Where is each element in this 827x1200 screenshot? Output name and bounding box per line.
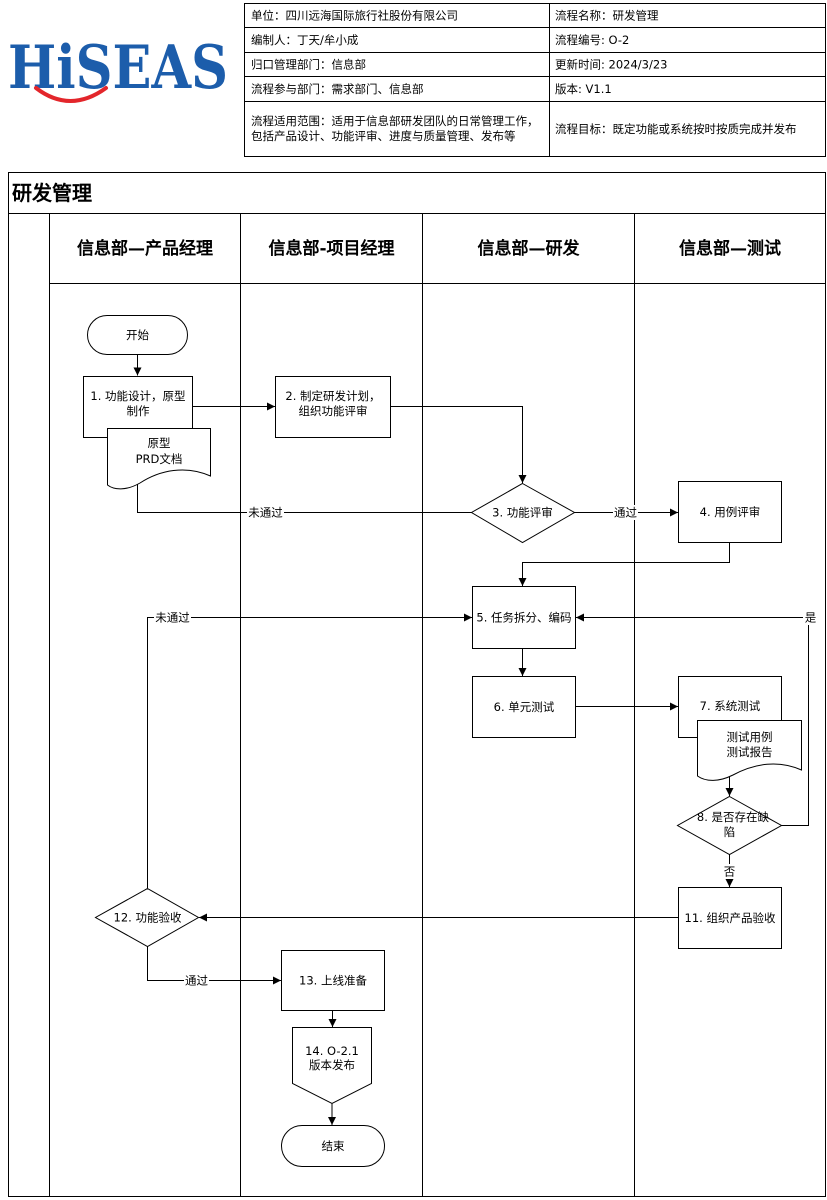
info-unit: 单位：四川远海国际旅行社股份有限公司 (251, 9, 458, 23)
node-label: 结束 (322, 1139, 345, 1153)
node-doc-test: 测试用例 测试报告 (697, 720, 802, 781)
edge-label-review-rejected: 未通过 (248, 506, 283, 520)
node-label: 12. 功能验收 (114, 911, 182, 925)
edge-label-bg (613, 505, 638, 520)
node-label: 13. 上线准备 (299, 974, 367, 988)
node-step1-design: 1. 功能设计，原型 制作 (83, 376, 193, 438)
edge-step8-yes (576, 613, 809, 826)
edge-labels: 未通过 通过 未通过 是 否 通过 (154, 505, 817, 988)
lane-header-testing: 信息部—测试 (679, 238, 781, 259)
process-shape (678, 887, 782, 949)
node-label: 2. 制定研发计划， (285, 389, 380, 403)
edges (133, 354, 809, 1125)
info-goal: 流程目标：既定功能或系统按时按质完成并发布 (555, 122, 797, 136)
info-owner-dept: 归口管理部门：信息部 (251, 58, 366, 72)
flowchart-title: 研发管理 (12, 181, 92, 205)
frame-border (8, 172, 826, 1197)
node-end: 结束 (281, 1125, 385, 1167)
process-shape (83, 376, 193, 438)
document-shape (697, 720, 802, 781)
info-process-name: 流程名称：研发管理 (555, 9, 659, 23)
node-label: 7. 系统测试 (700, 699, 761, 713)
edge-label-defects-no: 否 (724, 865, 736, 879)
process-shape (472, 586, 576, 649)
edge-label-bg (247, 505, 284, 520)
node-label: 3. 功能评审 (492, 506, 553, 520)
info-version: 版本: V1.1 (555, 82, 612, 96)
edge-label-defects-yes: 是 (805, 611, 817, 625)
process-shape (281, 950, 385, 1011)
info-update-time: 更新时间: 2024/3/23 (555, 58, 668, 72)
process-shape (472, 676, 576, 738)
off-page-connector-shape (292, 1027, 372, 1105)
document-shape (107, 428, 211, 490)
node-label: 6. 单元测试 (494, 700, 555, 714)
node-step13-release-prep: 13. 上线准备 (281, 950, 385, 1011)
node-label: 测试用例 (727, 730, 773, 744)
logo-text: HiSEAS (8, 33, 228, 103)
edge-step3-rejected (137, 484, 472, 513)
node-label: 原型 (148, 436, 171, 450)
decision-shape (94, 887, 200, 948)
node-step4-case-review: 4. 用例评审 (678, 481, 782, 543)
node-step12-functional-acceptance: 12. 功能验收 (94, 887, 200, 948)
node-doc-prototype: 原型 PRD文档 (107, 428, 211, 490)
lane-header-product-manager: 信息部—产品经理 (77, 238, 213, 259)
info-scope-line: 流程适用范围：适用于信息部研发团队的日常管理工作， (251, 114, 539, 128)
node-step14-version-release: 14. O-2.1 版本发布 (292, 1027, 372, 1105)
node-step5-coding: 5. 任务拆分、编码 (472, 586, 576, 649)
lane-header-project-manager: 信息部-项目经理 (268, 238, 394, 259)
edge-step12-passed (147, 946, 281, 985)
node-label: 制作 (127, 404, 150, 418)
node-label: 测试报告 (727, 745, 773, 759)
swimlane-frame: 研发管理 信息部—产品经理 信息部-项目经理 信息部—研发 信息部—测试 (8, 172, 826, 1197)
process-shape (678, 481, 782, 543)
process-shape (275, 376, 391, 438)
edge-label-bg (722, 864, 737, 879)
node-label: 4. 用例评审 (700, 505, 761, 519)
info-scope-line: 包括产品设计、功能评审、进度与质量管理、发布等 (251, 129, 516, 143)
edge-step2-to-step3 (390, 406, 527, 483)
decision-shape (470, 482, 576, 544)
node-start: 开始 (87, 315, 188, 355)
logo-smile-arc (34, 86, 108, 103)
decision-shape (676, 795, 783, 856)
node-label: 版本发布 (309, 1058, 355, 1072)
terminator-shape (87, 315, 188, 355)
terminator-shape (281, 1125, 385, 1167)
node-step3-review: 3. 功能评审 (470, 482, 576, 544)
node-step11-acceptance: 11. 组织产品验收 (678, 887, 782, 949)
node-label: 组织功能评审 (299, 404, 368, 418)
node-step8-defects: 8. 是否存在缺 陷 (676, 795, 783, 856)
company-logo: HiSEAS (8, 33, 228, 103)
node-label: 5. 任务拆分、编码 (476, 611, 571, 625)
edge-label-bg (184, 973, 209, 988)
lane-header-development: 信息部—研发 (478, 238, 581, 259)
info-process-code: 流程编号: O-2 (555, 33, 629, 47)
edge-step4-to-step5 (518, 542, 730, 586)
node-label: 11. 组织产品验收 (685, 911, 776, 925)
edge-label-bg (154, 610, 191, 625)
info-author: 编制人：丁天/牟小成 (251, 33, 359, 47)
edge-label-review-passed: 通过 (614, 506, 637, 520)
node-label: PRD文档 (136, 452, 183, 466)
edge-label-acceptance-passed: 通过 (185, 974, 208, 988)
info-table: 单位：四川远海国际旅行社股份有限公司 流程名称：研发管理 编制人：丁天/牟小成 … (244, 3, 826, 157)
info-table-border (244, 3, 826, 157)
edge-label-bg (803, 610, 817, 625)
node-step2-plan: 2. 制定研发计划， 组织功能评审 (275, 376, 391, 438)
node-label: 1. 功能设计，原型 (90, 389, 185, 403)
node-label: 陷 (724, 825, 736, 839)
node-step6-unit-test: 6. 单元测试 (472, 676, 576, 738)
edge-label-acceptance-rejected: 未通过 (155, 611, 190, 625)
node-label: 开始 (126, 328, 149, 342)
node-label: 14. O-2.1 (305, 1044, 359, 1058)
info-participants: 流程参与部门：需求部门、信息部 (251, 82, 424, 96)
edge-step12-rejected (147, 613, 472, 888)
node-label: 8. 是否存在缺 (697, 810, 770, 824)
